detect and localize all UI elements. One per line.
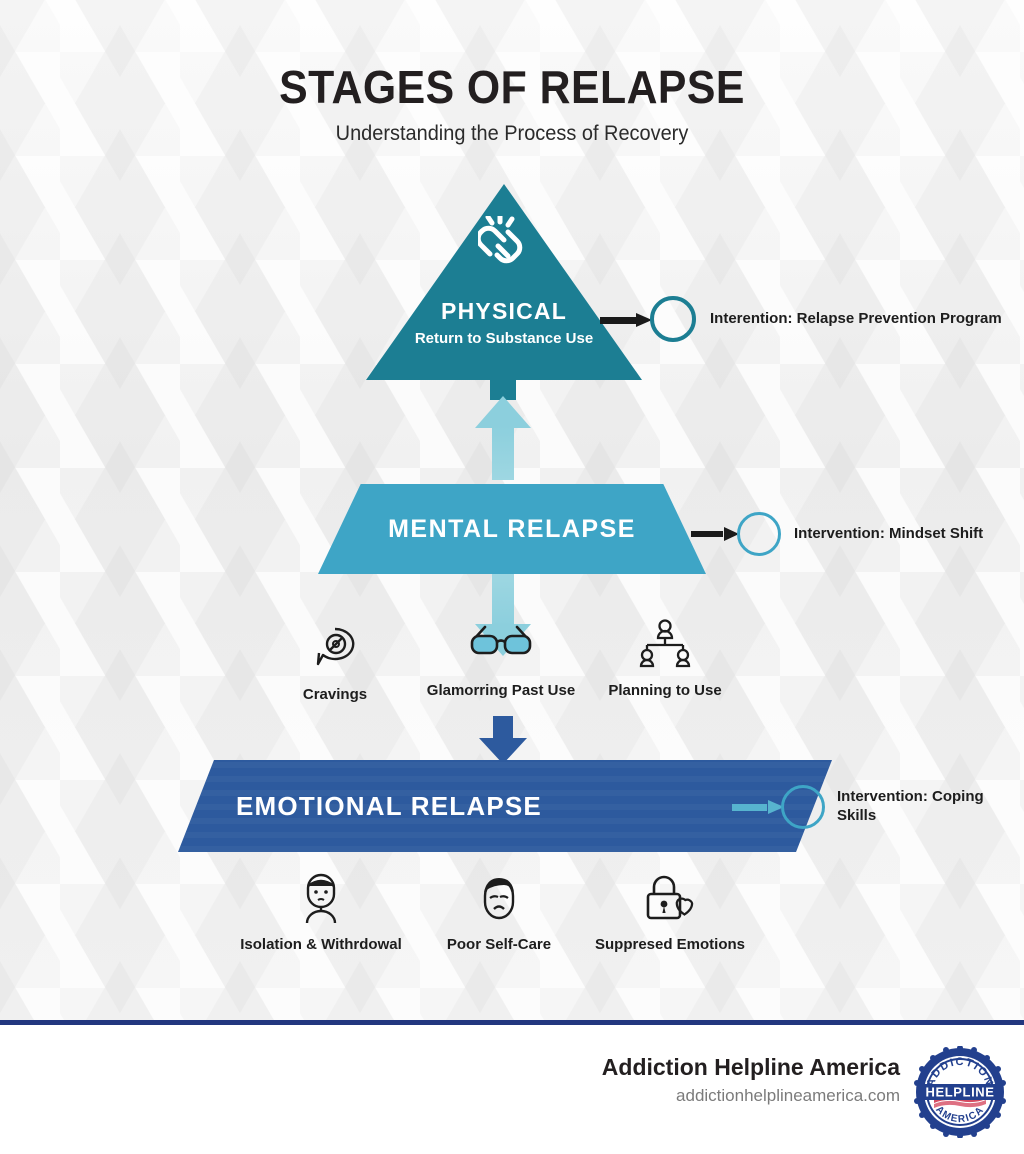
mental-sign-planning: Planning to Use — [580, 618, 750, 701]
broken-chain-icon — [478, 216, 523, 264]
physical-intervention-ring-icon — [650, 296, 696, 342]
emotional-sign-poor-self-care: Poor Self-Care — [414, 872, 584, 955]
footer: Addiction Helpline America addictionhelp… — [0, 1026, 1024, 1154]
physical-intervention-arrow-icon — [600, 313, 652, 327]
physical-label: PHYSICAL — [441, 298, 567, 324]
lonely-person-icon — [236, 872, 406, 924]
logo-center-text: HELPLINE — [925, 1085, 994, 1100]
mental-intervention-text: Intervention: Mindset Shift — [794, 524, 984, 542]
emotional-sign-isolation: Isolation & Withrdowal — [236, 872, 406, 955]
emotional-intervention-callout: Intervention: Coping Skills — [781, 785, 1024, 829]
physical-text-block: PHYSICAL Return to Substance Use — [366, 298, 642, 347]
physical-connector-stub — [490, 372, 516, 400]
sign-label: Glamorring Past Use — [426, 682, 576, 699]
sign-label: Suppresed Emotions — [594, 936, 746, 953]
page-title: STAGES OF RELAPSE — [279, 61, 745, 113]
header: STAGES OF RELAPSE Understanding the Proc… — [0, 60, 1024, 146]
physical-intervention-text: Interention: Relapse Prevention Program — [710, 309, 1002, 327]
org-chart-people-icon — [580, 618, 750, 670]
physical-intervention-callout: Interention: Relapse Prevention Program — [650, 296, 1002, 342]
emotional-intervention-text: Intervention: Coping Skills — [837, 788, 984, 824]
sad-face-icon — [414, 872, 584, 924]
sunglasses-icon — [416, 618, 586, 670]
mental-sign-glamorizing: Glamorring Past Use — [416, 618, 586, 701]
emotional-relapse-label: EMOTIONAL RELAPSE — [236, 790, 542, 821]
mental-intervention-arrow-icon — [691, 527, 739, 541]
emotional-upward-flow-arrow-icon — [479, 716, 527, 764]
footer-divider — [0, 1020, 1024, 1025]
mental-relapse-band: MENTAL RELAPSE — [318, 484, 706, 574]
addiction-helpline-america-logo: ADDICTION AMERICA HELPLINE — [914, 1046, 1006, 1138]
lock-heart-icon — [585, 872, 755, 924]
physical-stage — [0, 184, 1024, 380]
emotional-sign-suppressed-emotions: Suppresed Emotions — [585, 872, 755, 955]
mental-to-physical-arrow-icon — [475, 396, 531, 480]
sign-label: Cravings — [302, 686, 368, 703]
sign-label: Isolation & Withrdowal — [240, 936, 402, 953]
mental-intervention-callout: Intervention: Mindset Shift — [737, 512, 983, 556]
mental-sign-cravings: Cravings — [250, 622, 420, 705]
page-subtitle: Understanding the Process of Recovery — [335, 122, 689, 145]
brand-name: Addiction Helpline America — [601, 1054, 900, 1080]
footer-text-block: Addiction Helpline America addictionhelp… — [602, 1054, 900, 1106]
sign-label: Poor Self-Care — [446, 936, 552, 953]
mental-intervention-ring-icon — [737, 512, 781, 556]
physical-sublabel: Return to Substance Use — [414, 330, 594, 347]
mental-relapse-label: MENTAL RELAPSE — [388, 514, 636, 543]
emotional-intervention-ring-icon — [781, 785, 825, 829]
physical-triangle-shape — [366, 184, 642, 380]
emotional-relapse-band: EMOTIONAL RELAPSE — [178, 760, 832, 852]
sign-label: Planning to Use — [608, 682, 722, 699]
emotional-intervention-arrow-icon — [732, 800, 784, 814]
speech-bubble-no-entry-icon — [250, 622, 420, 674]
brand-url[interactable]: addictionhelplineamerica.com — [676, 1086, 900, 1105]
